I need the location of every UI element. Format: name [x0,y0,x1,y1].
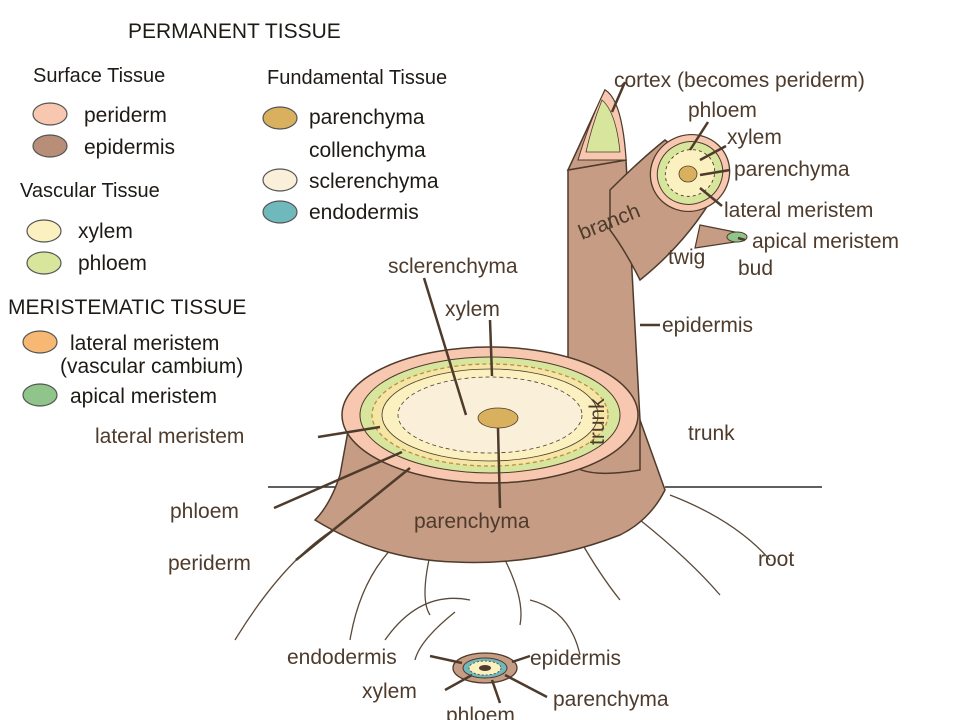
swatch-endodermis [262,200,298,224]
swatch-phloem [26,251,62,275]
swatch-epidermis [32,134,68,158]
legend: PERMANENT TISSUE Surface Tissue periderm… [8,20,447,408]
label-twig: twig [668,246,705,269]
legend-phloem: phloem [78,252,147,275]
surface-heading: Surface Tissue [33,65,165,87]
label-apical-meristem: apical meristem [752,230,899,253]
meristematic-title: MERISTEMATIC TISSUE [8,296,246,319]
legend-apical-meristem: apical meristem [70,385,217,408]
legend-lateral-meristem: lateral meristem [70,332,219,355]
legend-vascular-cambium: (vascular cambium) [60,355,243,378]
swatch-lateral-meristem [22,330,58,354]
label-branch-phloem: phloem [688,99,757,122]
label-bud: bud [738,257,773,280]
legend-parenchyma: parenchyma [309,106,425,129]
swatch-parenchyma [262,106,298,130]
label-root: root [758,548,794,571]
legend-collenchyma: collenchyma [309,139,426,162]
label-trunk: trunk [688,422,735,445]
legend-periderm: periderm [84,104,167,127]
legend-title: PERMANENT TISSUE [128,20,341,43]
swatch-xylem [26,219,62,243]
label-phloem: phloem [170,500,239,523]
label-root-endodermis: endodermis [287,646,397,669]
label-lateral-meristem: lateral meristem [95,425,244,448]
label-xylem: xylem [445,298,500,321]
label-epidermis: epidermis [662,314,753,337]
trunk-stump [313,88,748,684]
legend-sclerenchyma: sclerenchyma [309,170,439,193]
legend-endodermis: endodermis [309,201,419,224]
label-branch-parenchyma: parenchyma [734,158,850,181]
label-root-parenchyma: parenchyma [553,688,669,711]
diagram-labels: cortex (becomes periderm) phloem xylem p… [95,69,899,720]
label-root-phloem: phloem [446,704,515,720]
label-parenchyma: parenchyma [414,510,530,533]
fundamental-heading: Fundamental Tissue [267,67,447,89]
label-sclerenchyma: sclerenchyma [388,255,518,278]
swatch-periderm [32,102,68,126]
label-periderm: periderm [168,552,251,575]
vascular-heading: Vascular Tissue [20,180,160,202]
label-root-xylem: xylem [362,680,417,703]
label-branch-xylem: xylem [727,126,782,149]
leader-lines [273,81,746,704]
swatch-apical-meristem [22,383,58,407]
label-cortex: cortex (becomes periderm) [614,69,865,92]
swatch-sclerenchyma [262,168,298,192]
label-branch-lateral-meristem: lateral meristem [724,199,873,222]
legend-xylem: xylem [78,220,133,243]
label-trunk-vertical: trunk [586,398,609,445]
legend-epidermis: epidermis [84,136,175,159]
label-root-epidermis: epidermis [530,647,621,670]
